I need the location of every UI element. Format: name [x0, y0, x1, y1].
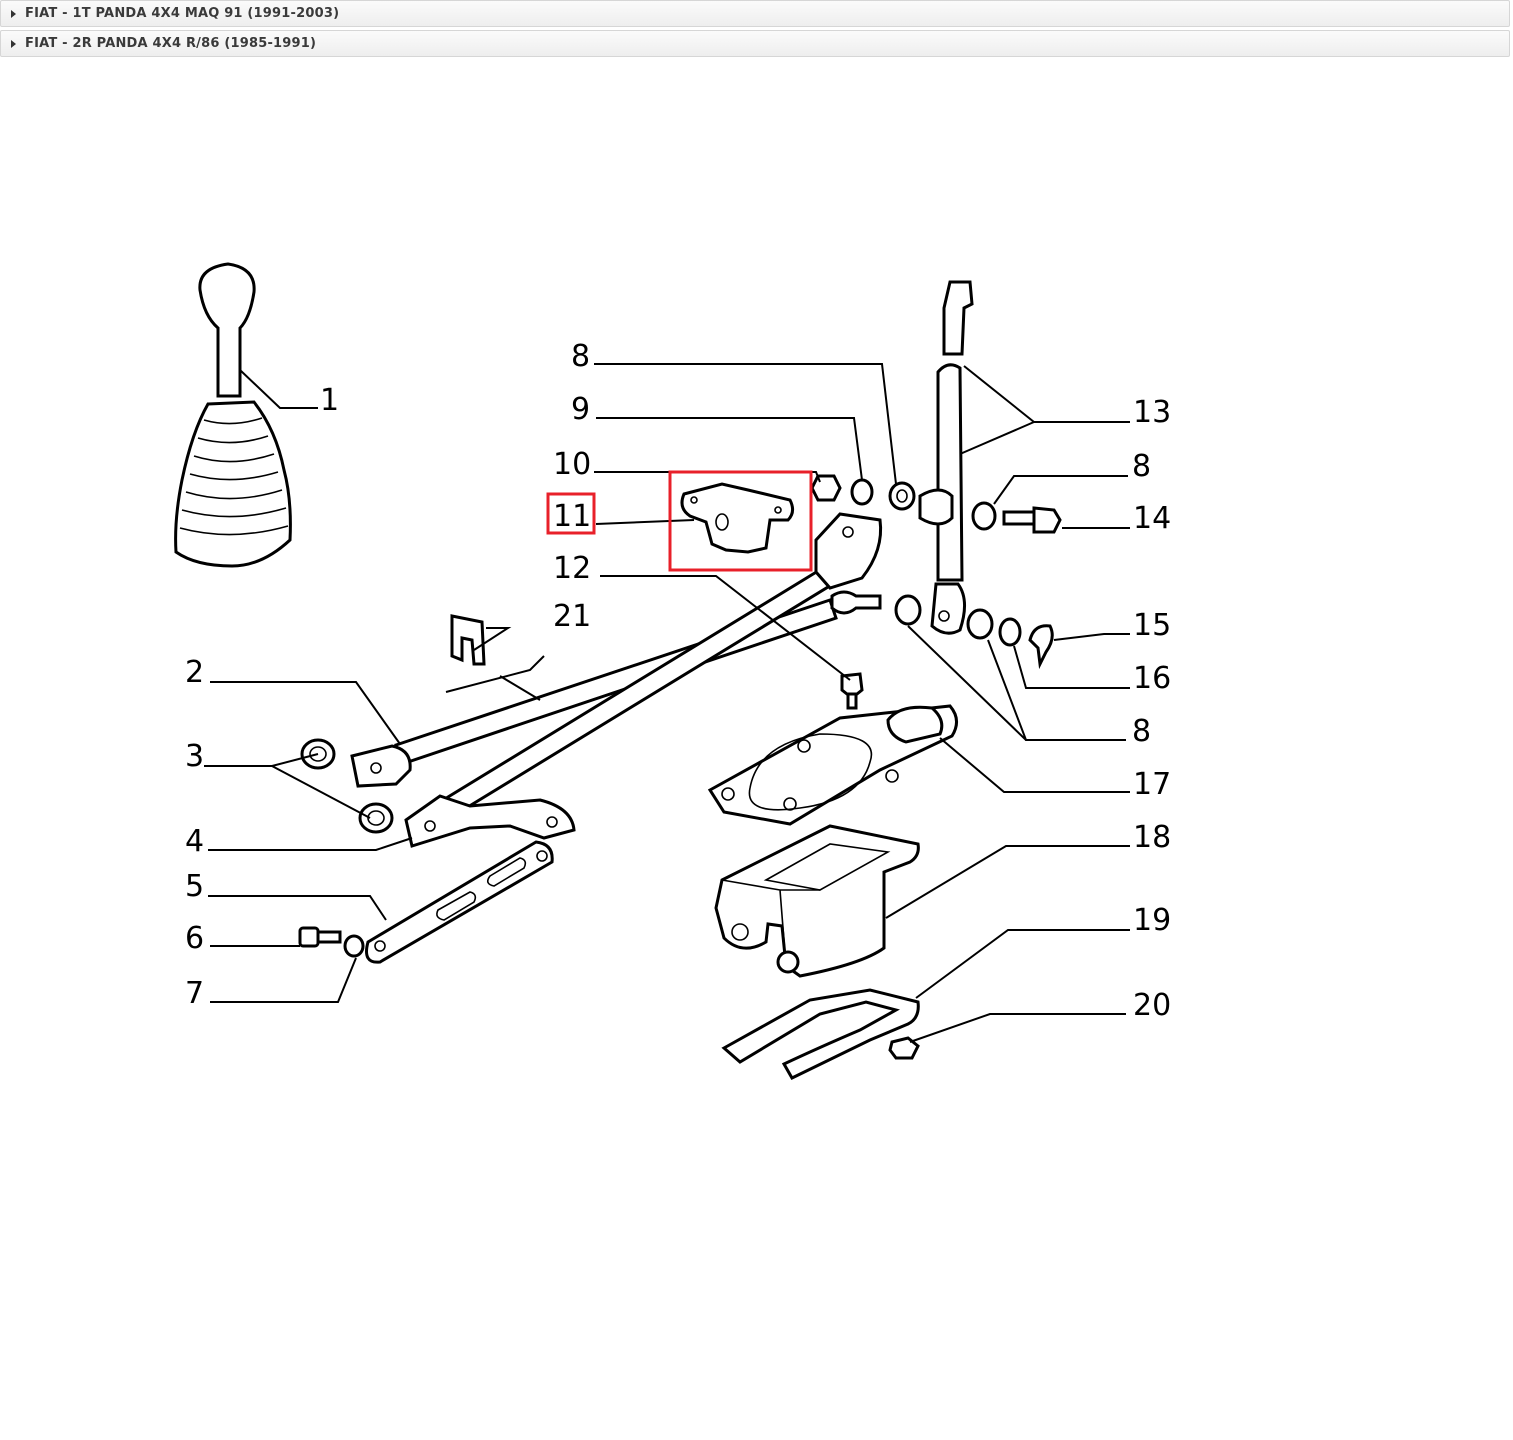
bolt[interactable]: [298, 926, 342, 948]
callout-20: 20: [1133, 988, 1171, 1023]
callout-3: 3: [185, 739, 204, 774]
callout-4: 4: [185, 824, 204, 859]
rod-bracket[interactable]: [680, 482, 795, 554]
lower-bushing-set[interactable]: [830, 590, 1054, 670]
callout-6: 6: [185, 921, 204, 956]
callout-11: 11: [553, 499, 591, 534]
callout-15: 15: [1133, 608, 1171, 643]
callout-18: 18: [1133, 820, 1171, 855]
exploded-parts-diagram: 1 2 3 4 5 6 7 8 9 10 11 12 21 13 8 14 15…: [174, 262, 1171, 1080]
accordion-item-label: FIAT - 1T PANDA 4X4 MAQ 91 (1991-2003): [25, 6, 340, 21]
callout-7: 7: [185, 976, 204, 1011]
caret-right-icon: [11, 39, 16, 48]
callout-5: 5: [185, 869, 204, 904]
screw[interactable]: [840, 672, 864, 710]
nut[interactable]: [888, 1036, 920, 1060]
callout-8c: 8: [1132, 714, 1151, 749]
shift-rods[interactable]: [350, 557, 849, 848]
bushing-nut-washer-row[interactable]: [810, 474, 916, 511]
callout-17: 17: [1133, 767, 1171, 802]
callout-14: 14: [1133, 501, 1171, 536]
washer[interactable]: [343, 934, 365, 958]
callout-8a: 8: [571, 339, 590, 374]
callout-16: 16: [1133, 661, 1171, 696]
callout-10: 10: [553, 447, 591, 482]
callout-2: 2: [185, 655, 204, 690]
gear-lever-boot[interactable]: [174, 262, 292, 568]
vertical-linkage-rod[interactable]: [918, 280, 974, 635]
accordion-item-label: FIAT - 2R PANDA 4X4 R/86 (1985-1991): [25, 36, 317, 51]
caret-right-icon: [11, 9, 16, 18]
highlight-callout-box[interactable]: [546, 492, 596, 535]
highlight-part-box: [668, 470, 813, 572]
gear-housing[interactable]: [714, 824, 920, 978]
callout-8b: 8: [1132, 449, 1151, 484]
callout-1: 1: [320, 383, 339, 418]
clip[interactable]: [450, 614, 486, 666]
leader-lines: [204, 363, 1130, 1043]
callout-12: 12: [553, 551, 591, 586]
callout-19: 19: [1133, 903, 1171, 938]
callout-21: 21: [553, 599, 591, 634]
rod-end-bracket[interactable]: [814, 512, 883, 590]
callout-9: 9: [571, 392, 590, 427]
accordion-item-panda-4x4-maq91[interactable]: FIAT - 1T PANDA 4X4 MAQ 91 (1991-2003): [0, 0, 1510, 27]
housing-cover[interactable]: [707, 704, 958, 826]
pivot-bolt[interactable]: [971, 501, 1062, 534]
support-plate[interactable]: [365, 840, 554, 964]
model-accordion: FIAT - 1T PANDA 4X4 MAQ 91 (1991-2003) F…: [0, 0, 1510, 60]
accordion-item-panda-4x4-r86[interactable]: FIAT - 2R PANDA 4X4 R/86 (1985-1991): [0, 30, 1510, 57]
gasket-frame[interactable]: [721, 988, 920, 1080]
callout-13: 13: [1133, 395, 1171, 430]
callout-labels: 1 2 3 4 5 6 7 8 9 10 11 12 21 13 8 14 15…: [185, 339, 1171, 1023]
